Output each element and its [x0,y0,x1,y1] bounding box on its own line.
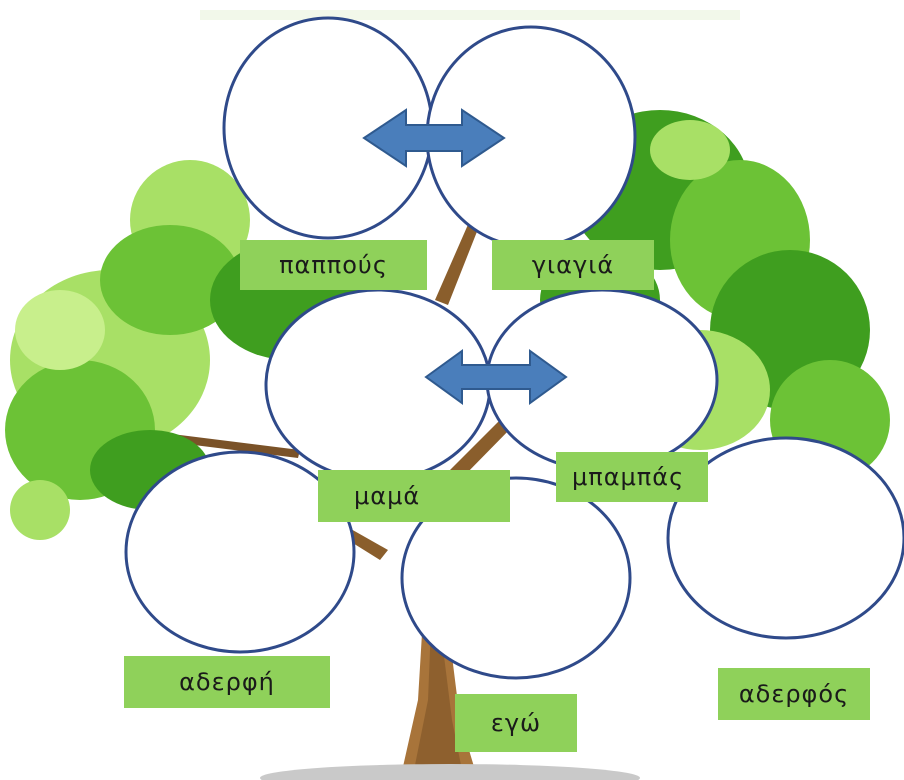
parents-link-arrow [424,349,568,405]
brother-circle [666,436,904,640]
sister-circle [124,450,356,654]
grandfather-label: παππούς [240,240,427,290]
me-label: εγώ [455,694,577,752]
brother-label: αδερφός [718,668,870,720]
top-strip [200,10,740,20]
mother-label: μαμά [318,470,510,522]
father-label: μπαμπάς [556,452,708,502]
grandmother-label: γιαγιά [492,240,654,290]
me-circle [400,476,632,680]
grandparents-link-arrow [362,108,506,168]
sister-label: αδερφή [124,656,330,708]
member-circles [124,16,904,680]
